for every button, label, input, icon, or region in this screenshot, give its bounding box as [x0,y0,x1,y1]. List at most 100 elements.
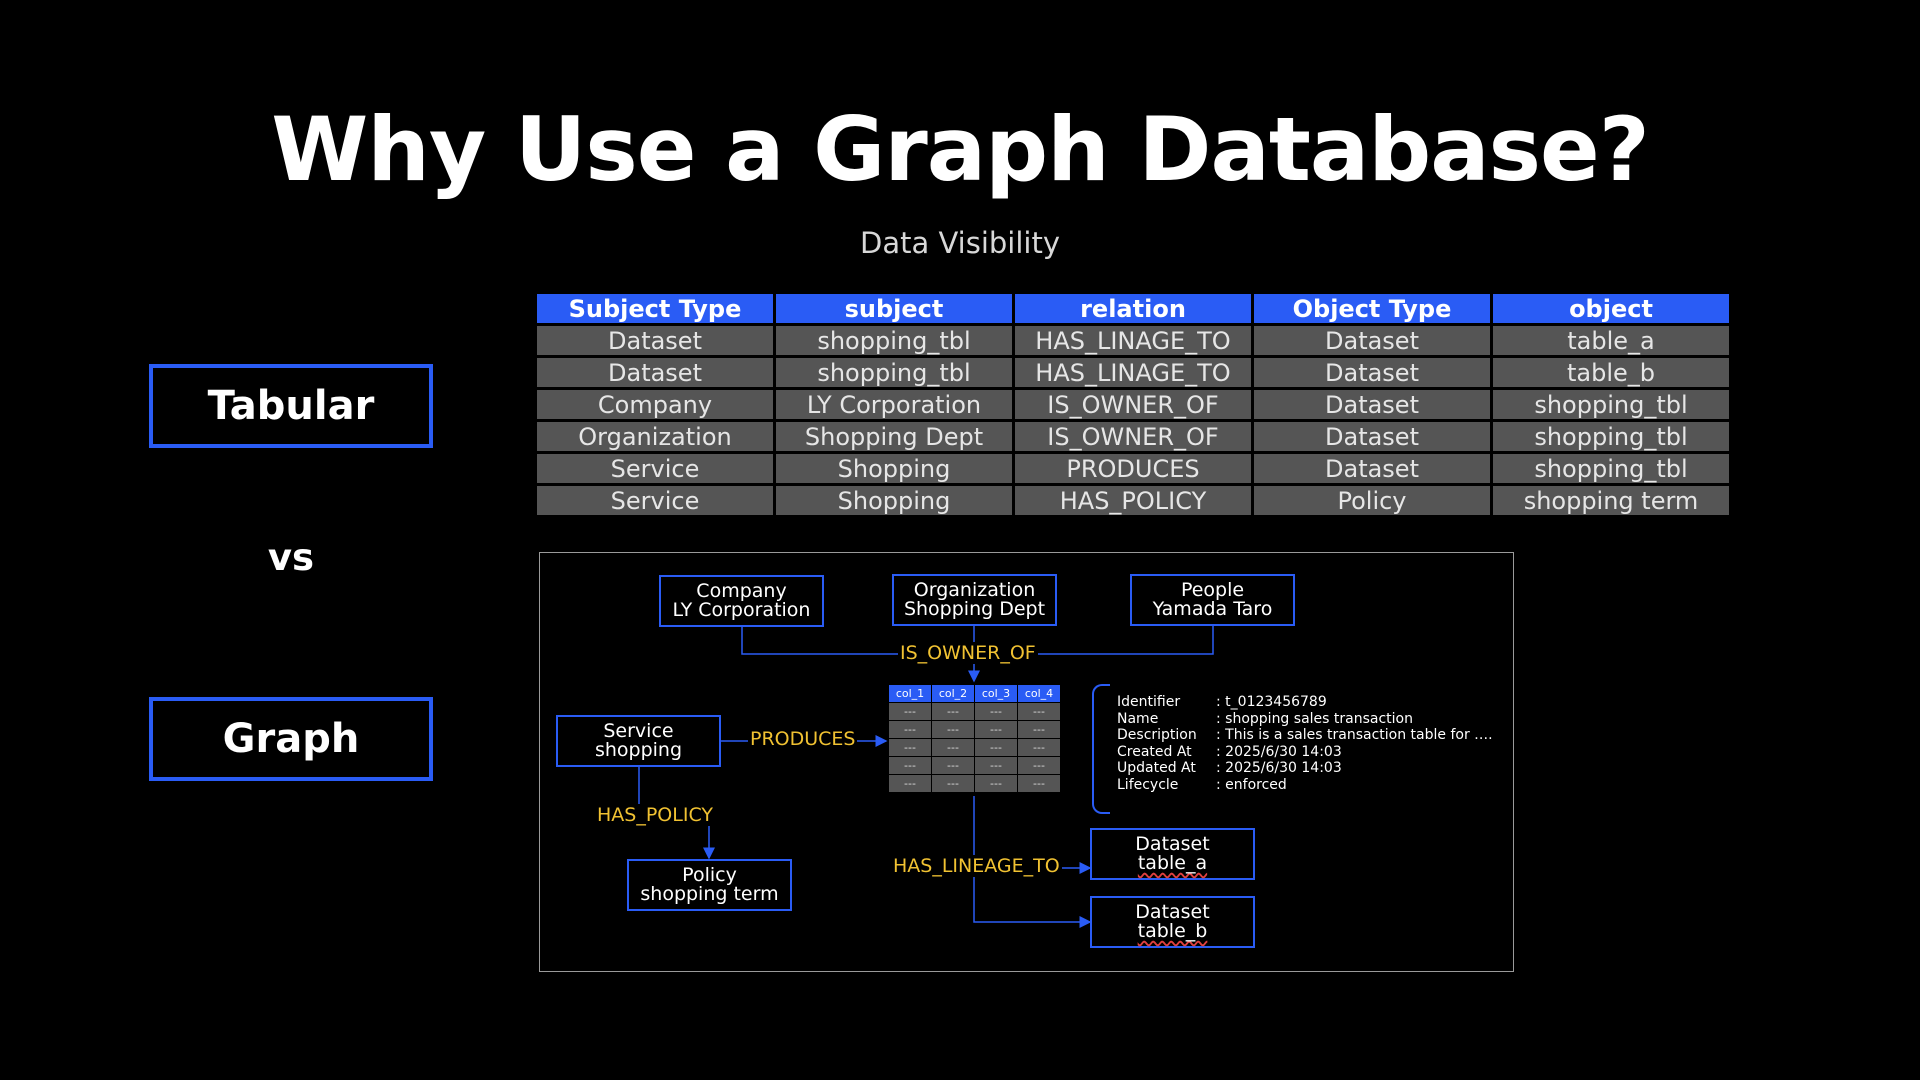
table-cell: Dataset [1254,326,1490,355]
graph-label-box: Graph [149,697,433,781]
mini-table-cell: --- [975,775,1017,792]
mini-table-cell: --- [1018,775,1060,792]
relations-table: Subject Type subject relation Object Typ… [534,291,1732,518]
mini-table-cell: --- [932,757,974,774]
table-cell: Dataset [1254,422,1490,451]
node-name: shopping [594,739,683,761]
table-cell: shopping_tbl [776,358,1012,387]
table-cell: Organization [537,422,773,451]
header-object-type: Object Type [1254,294,1490,323]
table-cell: HAS_LINAGE_TO [1015,326,1251,355]
mini-table-cell: --- [932,775,974,792]
metadata-value: : t_0123456789 [1216,694,1327,710]
table-cell: IS_OWNER_OF [1015,422,1251,451]
table-row: Organization Shopping Dept IS_OWNER_OF D… [537,422,1729,451]
node-organization: Organization Shopping Dept [892,574,1057,626]
metadata-key: Created At [1117,743,1192,760]
page-subtitle: Data Visibility [860,226,1060,260]
table-cell: HAS_LINAGE_TO [1015,358,1251,387]
mini-table-cell: --- [975,703,1017,720]
metadata-value: : This is a sales transaction table for … [1216,727,1493,743]
table-cell: Dataset [1254,454,1490,483]
mini-table-cell: --- [889,739,931,756]
metadata-key: Identifier [1117,694,1181,710]
metadata-value: : shopping sales transaction [1216,710,1413,727]
edge-company-owner [741,626,974,655]
table-cell: HAS_POLICY [1015,486,1251,515]
table-cell: Shopping [776,486,1012,515]
mini-table-cell: --- [889,757,931,774]
table-cell: Dataset [1254,390,1490,419]
mini-header-cell: col_3 [975,685,1017,702]
table-cell: table_a [1493,326,1729,355]
node-type: People [1180,579,1245,601]
table-cell: Service [537,454,773,483]
mini-header-cell: col_4 [1018,685,1060,702]
table-cell: Shopping [776,454,1012,483]
vs-label: vs [267,536,315,579]
table-row: Dataset shopping_tbl HAS_LINAGE_TO Datas… [537,358,1729,387]
dataset-mini-table: col_1 col_2 col_3 col_4 ----------------… [888,684,1061,793]
table-cell: table_b [1493,358,1729,387]
table-cell: Dataset [537,358,773,387]
tabular-label: Tabular [207,383,375,429]
table-row: Dataset shopping_tbl HAS_LINAGE_TO Datas… [537,326,1729,355]
dataset-metadata: Identifier : t_0123456789 Name : shopping … [1117,694,1493,793]
header-relation: relation [1015,294,1251,323]
node-policy: Policy shopping term [627,859,792,911]
graph-diagram-frame [539,552,1514,972]
page-title: Why Use a Graph Database? [271,98,1650,201]
metadata-row: Updated At: 2025/6/30 14:03 [1117,760,1493,777]
table-cell: Shopping Dept [776,422,1012,451]
table-cell: Dataset [537,326,773,355]
relation-is-owner-of: IS_OWNER_OF [898,642,1038,664]
table-cell: Service [537,486,773,515]
node-service: Service shopping [556,715,721,767]
node-people: People Yamada Taro [1130,574,1295,626]
metadata-value: : enforced [1216,776,1287,793]
mini-table-cell: --- [889,703,931,720]
table-header-row: Subject Type subject relation Object Typ… [537,294,1729,323]
relation-produces: PRODUCES [748,728,858,750]
table-cell: shopping_tbl [1493,390,1729,419]
metadata-row: Description : This is a sales transaction… [1117,727,1493,744]
mini-table-cell: --- [1018,739,1060,756]
graph-label: Graph [222,716,360,762]
mini-table-row: ------------ [889,721,1060,738]
table-cell: shopping_tbl [1493,454,1729,483]
metadata-row: Identifier : t_0123456789 [1117,694,1493,711]
table-cell: shopping_tbl [776,326,1012,355]
table-cell: IS_OWNER_OF [1015,390,1251,419]
node-type: Service [603,720,674,742]
mini-table-cell: --- [932,703,974,720]
node-dataset-table-b: Dataset table_b [1090,896,1255,948]
mini-table-row: ------------ [889,775,1060,792]
relation-has-policy: HAS_POLICY [595,804,715,826]
metadata-row: Lifecycle: enforced [1117,777,1493,794]
table-cell: shopping_tbl [1493,422,1729,451]
metadata-key: Description [1117,727,1197,743]
metadata-row: Created At : 2025/6/30 14:03 [1117,744,1493,761]
node-name: shopping term [640,883,779,905]
header-subject-type: Subject Type [537,294,773,323]
node-name: Shopping Dept [903,598,1046,620]
node-type: Dataset [1135,901,1210,923]
mini-table-row: ------------ [889,703,1060,720]
table-row: Service Shopping PRODUCES Dataset shoppi… [537,454,1729,483]
metadata-value: : 2025/6/30 14:03 [1216,743,1342,760]
metadata-key: Name [1117,710,1159,727]
node-type: Policy [682,864,737,886]
mini-table-cell: --- [975,739,1017,756]
node-dataset-table-a: Dataset table_a [1090,828,1255,880]
relation-has-lineage-to: HAS_LINEAGE_TO [891,855,1062,877]
table-cell: LY Corporation [776,390,1012,419]
mini-table-cell: --- [932,721,974,738]
table-cell: Dataset [1254,358,1490,387]
table-cell: PRODUCES [1015,454,1251,483]
table-cell: Company [537,390,773,419]
mini-table-cell: --- [932,739,974,756]
node-name: table_a [1137,852,1208,874]
edge-people-owner [974,626,1214,655]
mini-table-cell: --- [1018,703,1060,720]
